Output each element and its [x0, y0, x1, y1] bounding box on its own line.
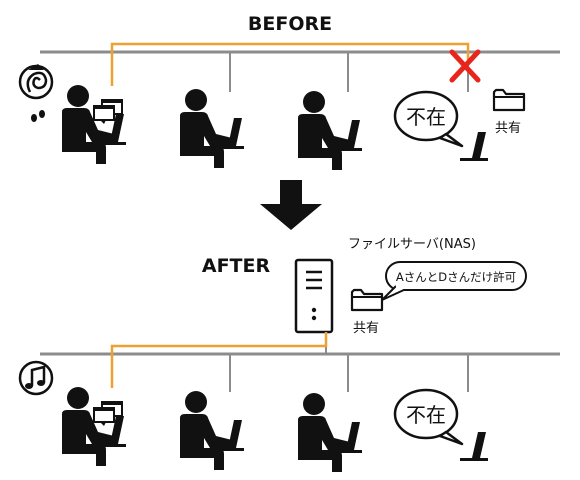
server-icon [294, 258, 334, 334]
user-b-before [180, 89, 244, 168]
absent-bubble: 不在 [393, 388, 464, 446]
user-d-before: 不在 共有 [393, 88, 526, 161]
folder-icon [492, 88, 526, 112]
person-at-laptop-icon [62, 387, 126, 466]
absent-bubble: 不在 [393, 90, 464, 148]
access-connection [110, 42, 470, 86]
user-c-before [298, 91, 362, 170]
before-label: BEFORE [248, 13, 332, 35]
permission-note: AさんとDさんだけ許可 [381, 261, 527, 301]
user-d-after: 不在 [393, 388, 488, 461]
file-server: ファイルサーバ(NAS) 共有 AさんとDさんだけ許可 [294, 237, 527, 336]
folder-icon [350, 288, 384, 312]
user-c-after [298, 393, 362, 472]
shared-folder-label: 共有 [495, 121, 521, 136]
user-a-before [18, 64, 126, 164]
music-note-icon [18, 360, 54, 396]
permission-note-text: AさんとDさんだけ許可 [396, 270, 516, 284]
person-at-laptop-icon [62, 85, 126, 164]
laptop-icon [460, 432, 488, 461]
absent-text: 不在 [406, 105, 446, 129]
after-label: AFTER [202, 255, 271, 277]
sweat-drops-icon [31, 110, 45, 122]
dizzy-icon [18, 64, 54, 100]
laptop-icon [460, 132, 488, 161]
server-label: ファイルサーバ(NAS) [348, 237, 476, 252]
shared-folder-label: 共有 [353, 321, 379, 336]
absent-text: 不在 [406, 403, 446, 427]
down-arrow-icon [260, 180, 322, 230]
user-a-after [18, 360, 126, 466]
blocked-x-icon [449, 49, 481, 83]
access-connection [110, 332, 328, 388]
user-b-after [180, 391, 244, 470]
before-network [40, 42, 560, 92]
after-network [40, 332, 560, 392]
